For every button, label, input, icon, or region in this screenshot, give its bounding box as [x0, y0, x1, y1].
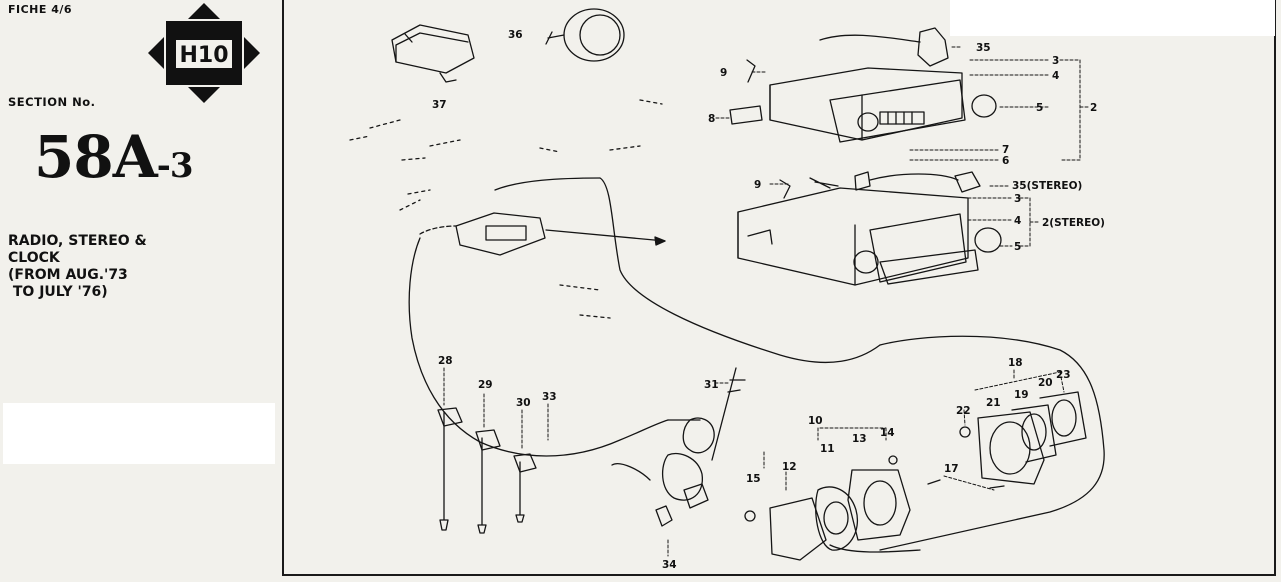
section-badge: H10: [148, 3, 260, 103]
title-line: (FROM AUG.'73: [8, 267, 128, 283]
callout-labels: 2 2(STEREO) 3 3 4 4 5 5 6 7 8 9 9 10 11 …: [432, 29, 1105, 571]
callout-label: 33: [542, 391, 557, 403]
callout-label: 5: [1036, 102, 1043, 114]
callout-label: 18: [1008, 357, 1023, 369]
callout-label: 22: [956, 405, 971, 417]
badge-arrow-left: [148, 37, 164, 69]
dashboard-outline: [349, 99, 1105, 551]
callout-label: 4: [1052, 70, 1059, 82]
radio-stereo: [737, 171, 1002, 286]
antenna-cable: [408, 237, 701, 457]
callout-label: 7: [1002, 144, 1009, 156]
title-line: TO JULY '76): [8, 284, 108, 300]
callout-label: 35: [976, 42, 991, 54]
callout-label: 37: [432, 99, 447, 111]
badge-arrow-down: [188, 87, 220, 103]
callout-label: 28: [438, 355, 453, 367]
section-title: RADIO, STEREO & CLOCK (FROM AUG.'73 TO J…: [8, 233, 147, 301]
callout-label: 9: [754, 179, 761, 191]
callout-label: 19: [1014, 389, 1029, 401]
callout-label: 2(STEREO): [1042, 217, 1105, 229]
badge-code: H10: [179, 43, 228, 68]
callout-label: 12: [782, 461, 797, 473]
callout-label: 8: [708, 113, 715, 125]
redaction-box: [3, 403, 275, 464]
callout-label: 29: [478, 379, 493, 391]
callout-label: 17: [944, 463, 959, 475]
section-label: SECTION No.: [8, 95, 96, 109]
callout-label: 5: [1014, 241, 1021, 253]
speaker-set-rear: [744, 391, 1087, 522]
radio-mono: [729, 27, 997, 143]
title-line: RADIO, STEREO &: [8, 233, 147, 249]
callout-label: 14: [880, 427, 895, 439]
speaker-set-front: [769, 469, 921, 561]
callout-label: 10: [808, 415, 823, 427]
badge-arrow-up: [188, 3, 220, 19]
callout-label: 35(STEREO): [1012, 180, 1082, 192]
diagram-frame: [282, 0, 1276, 576]
callout-label: 20: [1038, 377, 1053, 389]
callout-label: 11: [820, 443, 835, 455]
rod-antennas: [437, 407, 537, 534]
callout-label: 3: [1014, 193, 1021, 205]
callout-label: 31: [704, 379, 719, 391]
callout-label: 23: [1056, 369, 1071, 381]
leader-lines: [443, 46, 1091, 557]
sidebar: FICHE 4/6 H10 SECTION No. 58A-3 RADIO, S…: [0, 0, 282, 582]
callout-label: 13: [852, 433, 867, 445]
callout-label: 2: [1090, 102, 1097, 114]
relay-box: [391, 24, 475, 83]
callout-label: 30: [516, 397, 531, 409]
callout-label: 34: [662, 559, 677, 571]
callout-label: 3: [1052, 55, 1059, 67]
badge-arrow-right: [244, 37, 260, 69]
fiche-label: FICHE 4/6: [8, 3, 73, 16]
section-number-main: 58A: [34, 123, 158, 191]
callout-label: 36: [508, 29, 523, 41]
motor-antenna: [611, 367, 746, 527]
clock-unit: [545, 8, 625, 62]
section-number-suffix: -3: [156, 146, 194, 186]
section-number: 58A-3: [34, 128, 193, 186]
redaction-box: [950, 0, 1275, 36]
callout-label: 21: [986, 397, 1001, 409]
callout-label: 4: [1014, 215, 1021, 227]
callout-label: 15: [746, 473, 761, 485]
callout-label: 9: [720, 67, 727, 79]
title-line: CLOCK: [8, 250, 60, 266]
callout-label: 6: [1002, 155, 1009, 167]
